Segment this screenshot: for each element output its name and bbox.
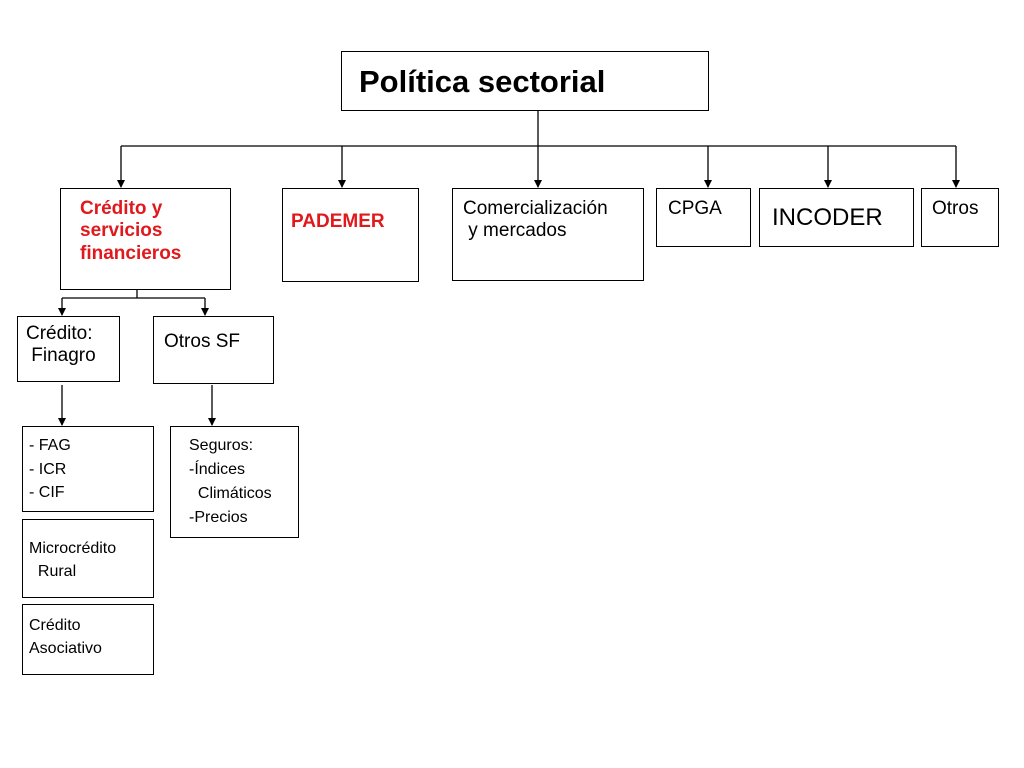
otros-sf-label: Otros SF (164, 331, 241, 352)
credito-finagro-label: Crédito: Finagro (26, 323, 96, 367)
fag-icr-cif-box: - FAG - ICR - CIF (22, 426, 154, 512)
fag-icr-cif-label: - FAG - ICR - CIF (29, 437, 71, 502)
credito-servicios-label: Crédito y servicios financieros (80, 198, 182, 264)
comercializacion-label: Comercialización y mercados (463, 198, 608, 242)
cpga-label: CPGA (668, 198, 722, 219)
pademer-label: PADEMER (291, 211, 385, 232)
cpga-box: CPGA (656, 188, 751, 247)
incoder-label: INCODER (772, 204, 883, 231)
credito-asociativo-box: Crédito Asociativo (22, 604, 154, 675)
microcredito-rural-label: Microcrédito Rural (29, 540, 117, 581)
politica-sectorial-box: Política sectorial (341, 51, 709, 111)
seguros-box: Seguros: -Índices Climáticos -Precios (170, 426, 299, 538)
pademer-box: PADEMER (282, 188, 419, 282)
seguros-label: Seguros: -Índices Climáticos -Precios (189, 437, 272, 526)
credito-asociativo-label: Crédito Asociativo (29, 617, 102, 658)
otros-box: Otros (921, 188, 999, 247)
otros-label: Otros (932, 198, 979, 219)
incoder-box: INCODER (759, 188, 914, 247)
credito-servicios-box: Crédito y servicios financieros (60, 188, 231, 290)
credito-finagro-box: Crédito: Finagro (17, 316, 120, 382)
otros-sf-box: Otros SF (153, 316, 274, 384)
comercializacion-box: Comercialización y mercados (452, 188, 644, 281)
politica-sectorial-label: Política sectorial (359, 64, 606, 99)
microcredito-rural-box: Microcrédito Rural (22, 519, 154, 598)
